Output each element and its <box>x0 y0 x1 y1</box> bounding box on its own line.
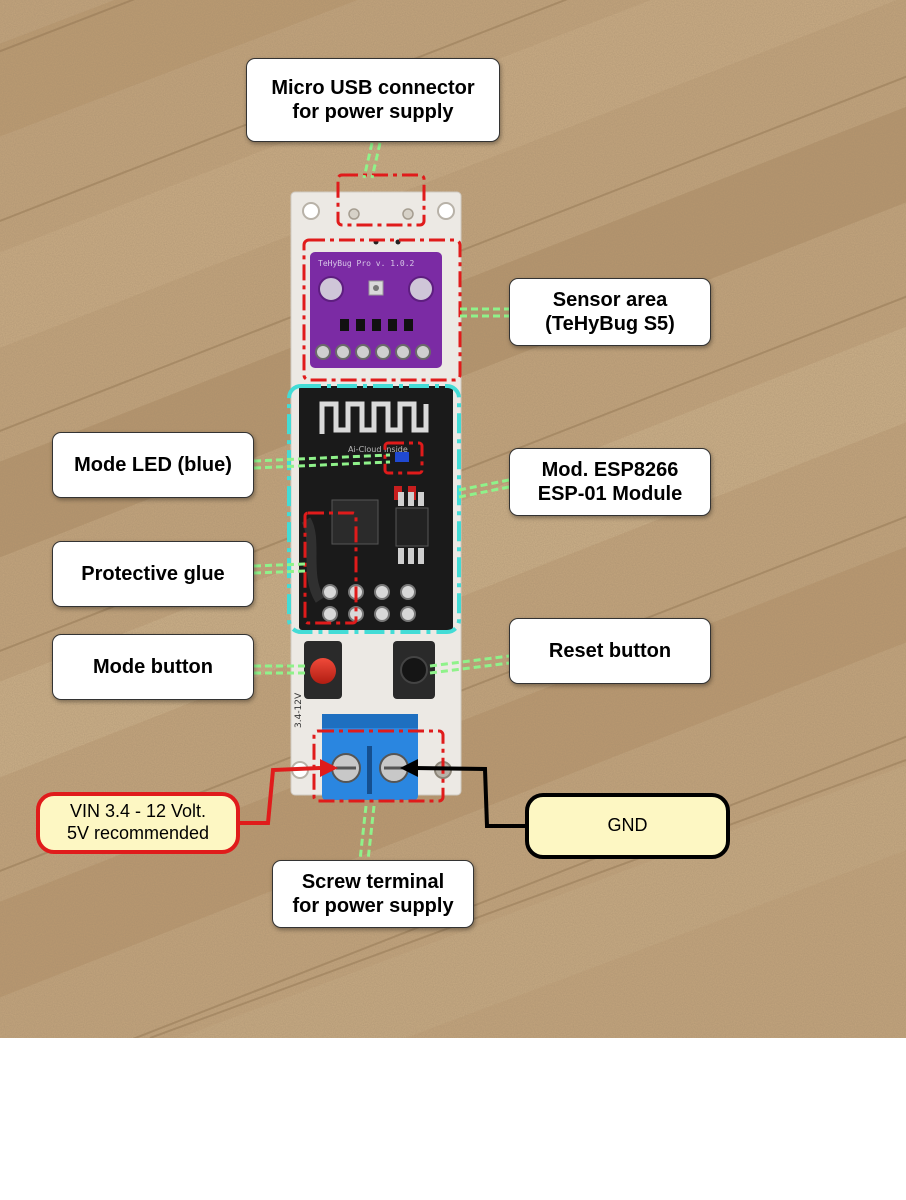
led-highlight <box>383 441 424 475</box>
usb-connector-label: Micro USB connector for power supply <box>246 58 500 142</box>
terminal-silkscreen: 3.4-12V <box>294 692 304 728</box>
terminal-highlight <box>312 729 445 803</box>
gnd-arrowhead <box>400 759 418 777</box>
reset-button-label: Reset button <box>509 618 711 684</box>
mode-button-label: Mode button <box>52 634 254 700</box>
mount-hole-tr <box>437 202 455 220</box>
mount-hole-tl <box>302 202 320 220</box>
esp-module: Ai-Cloud Inside <box>299 386 453 630</box>
sensor-area-label: Sensor area (TeHyBug S5) <box>509 278 711 346</box>
leader-lines <box>253 142 510 861</box>
mode-button-part <box>304 641 342 699</box>
protective-glue-label: Protective glue <box>52 541 254 607</box>
usb-highlight <box>336 173 426 227</box>
vin-arrowhead <box>320 759 338 777</box>
gnd-wire <box>413 766 525 828</box>
sensor-silkscreen: TeHyBug Pro v. 1.0.2 <box>318 259 415 268</box>
glue-highlight <box>303 511 358 625</box>
sensor-board: TeHyBug Pro v. 1.0.2 <box>310 252 442 368</box>
reset-button-part <box>393 641 435 699</box>
vin-callout: VIN 3.4 - 12 Volt. 5V recommended <box>36 792 240 854</box>
esp-highlight <box>287 384 461 634</box>
highlight-boxes <box>302 173 462 803</box>
vin-wire <box>240 766 321 825</box>
mode-led-label: Mode LED (blue) <box>52 432 254 498</box>
esp-module-label: Mod. ESP8266 ESP-01 Module <box>509 448 711 516</box>
screw-terminal-label: Screw terminal for power supply <box>272 860 474 928</box>
gnd-callout: GND <box>525 793 730 859</box>
esp-silkscreen: Ai-Cloud Inside <box>348 445 408 454</box>
